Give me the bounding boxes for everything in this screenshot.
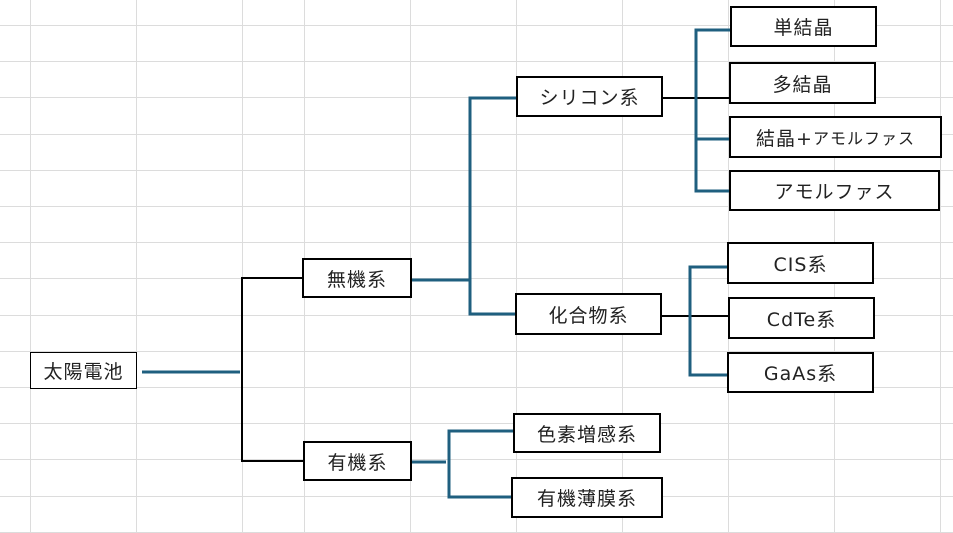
node-label: GaAs系 [763,363,838,385]
node-compound[interactable]: 化合物系 [515,293,662,335]
node-label: CdTe系 [766,308,837,331]
node-cdte[interactable]: CdTe系 [728,297,875,339]
node-monocrystalline[interactable]: 単結晶 [730,6,877,47]
node-label: 化合物系 [548,304,629,327]
node-label: 単結晶 [773,17,834,39]
node-dye-sensitized[interactable]: 色素増感系 [513,413,661,453]
node-label: 有機薄膜系 [536,488,637,510]
node-crystal-amorphous[interactable]: 結晶+アモルファス [729,116,942,158]
node-organic[interactable]: 有機系 [303,441,412,481]
node-polycrystalline[interactable]: 多結晶 [729,62,876,104]
node-cis[interactable]: CIS系 [727,242,874,284]
node-inorganic[interactable]: 無機系 [302,258,412,298]
node-silicon[interactable]: シリコン系 [516,76,663,117]
node-gaas[interactable]: GaAs系 [727,352,874,393]
node-label: 無機系 [326,268,387,291]
node-label: 色素増感系 [536,423,637,446]
node-label: アモルファス [774,181,895,203]
node-amorphous[interactable]: アモルファス [729,170,940,211]
connector-compound-bracket [688,265,727,377]
node-label: シリコン系 [539,87,640,109]
node-label-main: 結晶+ [756,127,813,150]
connector-inorganic-bracket [468,96,516,316]
node-label: CIS系 [773,253,828,276]
connector-silicon-bracket [694,28,730,193]
connector-organic-bracket [447,429,513,499]
node-label: 太陽電池 [43,361,124,383]
node-label: 多結晶 [772,73,833,96]
node-organic-thin-film[interactable]: 有機薄膜系 [511,477,663,518]
node-solar-cell[interactable]: 太陽電池 [30,352,137,389]
connector-root-bracket [241,277,303,462]
node-label: 有機系 [327,451,388,474]
node-label-sub: アモルファス [812,129,915,148]
